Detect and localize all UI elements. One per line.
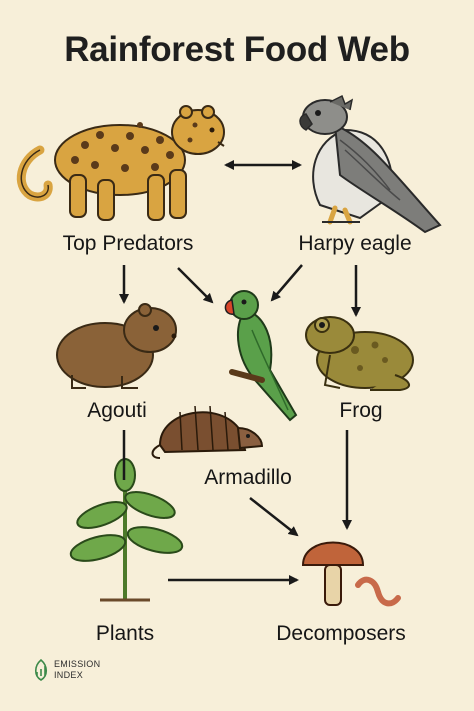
label-agouti: Agouti	[87, 399, 147, 422]
label-harpy-eagle: Harpy eagle	[298, 232, 412, 255]
worm-illustration	[355, 576, 401, 607]
label-plants: Plants	[95, 622, 155, 645]
frog-illustration	[305, 316, 414, 391]
agouti-illustration	[56, 303, 177, 389]
label-decomposers: Decomposers	[276, 622, 406, 645]
plant-illustration	[69, 458, 184, 602]
harpy-eagle-illustration	[299, 94, 442, 234]
label-top-predators: Top Predators	[62, 232, 194, 255]
leaf-chart-icon	[34, 658, 48, 681]
page-title: Rainforest Food Web	[64, 30, 410, 69]
label-frog: Frog	[339, 399, 383, 422]
arrow-eagle-parrot	[270, 264, 303, 302]
logo-line-1: EMISSION	[54, 659, 101, 669]
label-armadillo: Armadillo	[204, 466, 292, 489]
emission-index-logo: EMISSION INDEX	[32, 658, 100, 682]
mushroom-illustration	[301, 541, 365, 606]
armadillo-illustration	[151, 405, 264, 459]
parrot-illustration	[224, 290, 298, 422]
jaguar-illustration	[16, 105, 225, 221]
arrow-armadillo-decomposers	[249, 497, 299, 537]
logo-line-2: INDEX	[54, 670, 84, 680]
arrow-predators-parrot	[177, 267, 214, 304]
